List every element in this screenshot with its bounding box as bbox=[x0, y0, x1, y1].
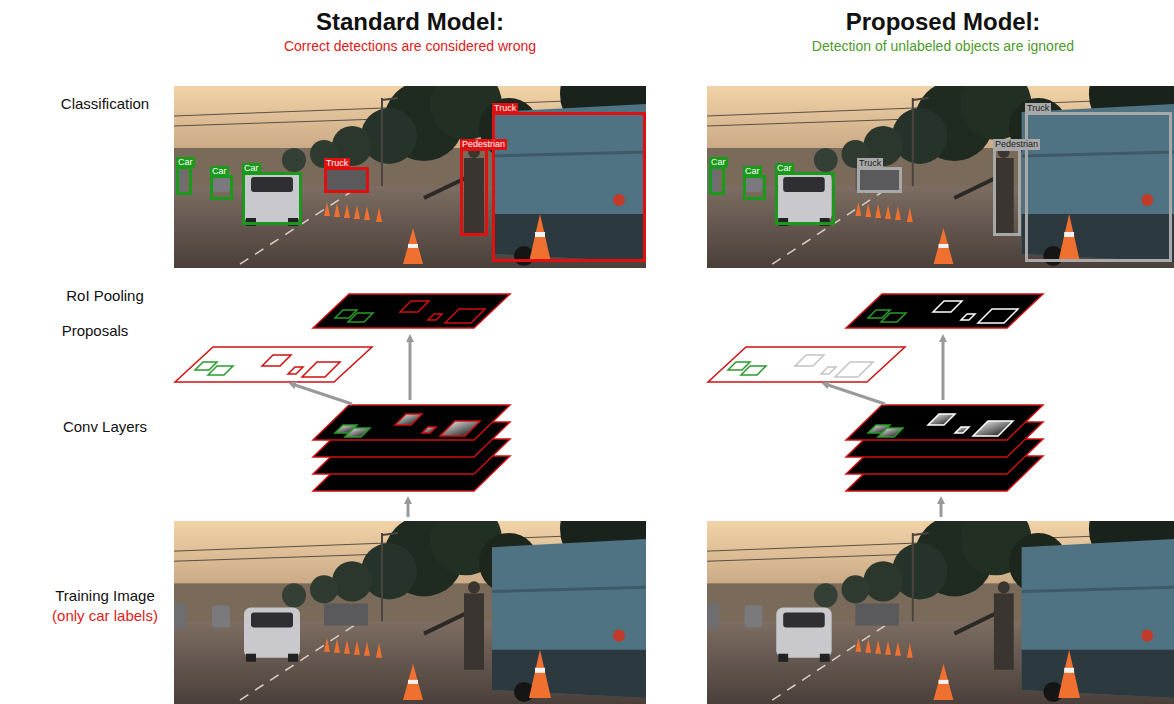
class-tag: Car bbox=[242, 163, 261, 174]
column-subtitle: Correct detections are considered wrong bbox=[230, 38, 590, 54]
row-label: Proposals bbox=[20, 322, 170, 339]
class-tag: Truck bbox=[492, 103, 518, 114]
network-sketch bbox=[175, 294, 510, 517]
detection-box: Truck bbox=[492, 112, 646, 262]
class-tag: Pedestrian bbox=[993, 139, 1040, 150]
row-label: RoI Pooling bbox=[30, 287, 180, 304]
class-tag: Car bbox=[176, 157, 195, 168]
detection-box: Truck bbox=[1025, 112, 1172, 262]
detection-box: Car bbox=[210, 175, 233, 200]
row-note: (only car labels) bbox=[30, 607, 180, 624]
class-tag: Truck bbox=[1025, 103, 1051, 114]
street-photo bbox=[707, 485, 1174, 704]
row-label: Classification bbox=[30, 95, 180, 112]
column-title: Standard Model: bbox=[250, 8, 570, 36]
class-tag: Car bbox=[210, 166, 229, 177]
detection-box: Car bbox=[743, 175, 766, 200]
row-label: Training Image bbox=[30, 587, 180, 604]
row-label: Conv Layers bbox=[30, 418, 180, 435]
class-tag: Truck bbox=[857, 158, 883, 169]
network-sketch bbox=[708, 294, 1043, 517]
detection-box: Truck bbox=[324, 167, 369, 193]
column-title: Proposed Model: bbox=[783, 8, 1103, 36]
street-photo bbox=[707, 50, 1174, 268]
detection-box: Car bbox=[176, 166, 192, 195]
detection-box: Truck bbox=[857, 167, 902, 193]
class-tag: Car bbox=[743, 166, 762, 177]
class-tag: Car bbox=[709, 157, 728, 168]
class-tag: Pedestrian bbox=[460, 139, 507, 150]
detection-box: Pedestrian bbox=[993, 148, 1021, 236]
class-tag: Truck bbox=[324, 158, 350, 169]
street-photo bbox=[174, 50, 648, 268]
class-tag: Car bbox=[775, 163, 794, 174]
detection-box: Car bbox=[709, 166, 725, 195]
detection-box: Car bbox=[242, 172, 302, 225]
detection-box: Pedestrian bbox=[460, 148, 488, 236]
street-photo bbox=[174, 485, 648, 704]
column-subtitle: Detection of unlabeled objects are ignor… bbox=[763, 38, 1123, 54]
detection-box: Car bbox=[775, 172, 835, 225]
